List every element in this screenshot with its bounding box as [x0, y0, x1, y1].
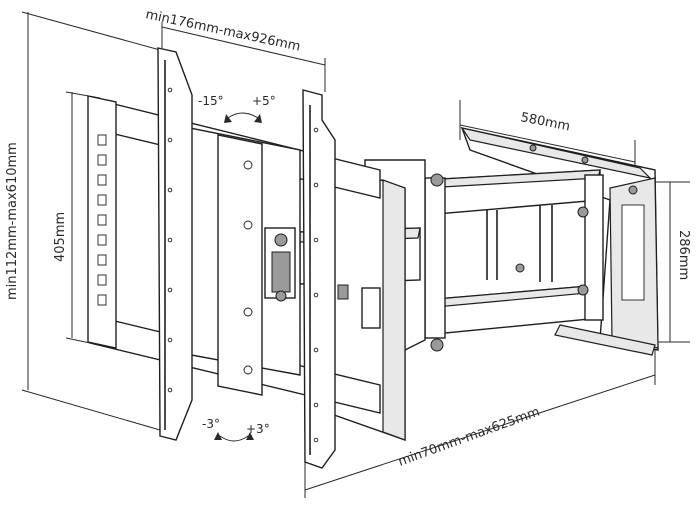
left-height-extension-bottom	[21, 389, 161, 431]
wall-plate	[460, 127, 659, 356]
tilt-joint-knob	[271, 251, 291, 293]
tilt-indicator	[224, 112, 262, 123]
plate-hole	[243, 160, 253, 170]
rail-slot	[97, 134, 107, 146]
swivel-arrow-head-left	[214, 432, 222, 440]
rail-slot	[97, 294, 107, 306]
bracket-hole	[313, 402, 319, 408]
rail-slot	[97, 234, 107, 246]
left-height-label: min112mm-max610mm	[5, 142, 20, 300]
left-bracket-holes	[167, 87, 173, 393]
pivot-upper-rear	[577, 206, 589, 218]
swivel-indicator	[214, 432, 254, 442]
tilt-arrow-head-left	[224, 114, 232, 123]
arm-link-front	[424, 177, 446, 339]
plate-hole	[243, 307, 253, 317]
dimension-lines	[21, 11, 690, 498]
wall-bolt-left	[529, 144, 537, 152]
bracket-hole	[313, 127, 319, 133]
arm-link-rear	[584, 174, 604, 321]
rail-slot	[97, 274, 107, 286]
inner-height-label: 405mm	[53, 212, 68, 262]
top-width-dimension-line	[161, 26, 326, 66]
bracket-hole	[313, 182, 319, 188]
tilt-arrow-curve	[227, 112, 259, 119]
rail-slot	[97, 214, 107, 226]
bracket-hole	[313, 437, 319, 443]
bracket-hole	[167, 387, 173, 393]
right-bracket-holes	[313, 127, 319, 443]
bracket-hole	[313, 237, 319, 243]
extension-label: min70mm-max625mm	[396, 405, 542, 470]
tilt-up-label: -15°	[198, 94, 224, 108]
center-plate-front	[217, 134, 263, 396]
plate-hole	[243, 220, 253, 230]
bracket-hole	[167, 187, 173, 193]
wall-bolt-top	[628, 185, 638, 195]
top-width-label: min176mm-max926mm	[144, 7, 301, 54]
bracket-hole	[313, 292, 319, 298]
center-mount-plate	[174, 124, 381, 396]
front-frame-right-edge	[382, 179, 406, 441]
swivel-arrow-curve	[219, 435, 249, 442]
wall-plate-bottom-rail	[554, 324, 656, 356]
wall-bolt-mid	[581, 156, 589, 164]
plate-width-label: 580mm	[519, 110, 571, 134]
rail-slot	[97, 154, 107, 166]
plate-height-label: 286mm	[676, 230, 691, 280]
swivel-right-label: +3°	[246, 422, 270, 436]
pivot-upper-front	[430, 173, 444, 187]
arm-joint-clamp	[361, 287, 381, 329]
swivel-left-label: -3°	[202, 417, 220, 431]
rail-slot	[97, 194, 107, 206]
bracket-hole	[167, 137, 173, 143]
left-rail-slots	[97, 134, 107, 306]
tilt-down-label: +5°	[252, 94, 276, 108]
bracket-hole	[167, 87, 173, 93]
pivot-mid	[515, 263, 525, 273]
bracket-hole	[313, 347, 319, 353]
plate-hole	[243, 365, 253, 375]
pivot-lower-rear	[577, 284, 589, 296]
left-height-extension-top	[21, 11, 161, 51]
arm-joint-screw	[337, 284, 349, 300]
pivot-lower-front	[430, 338, 444, 352]
right-vertical-bracket	[302, 89, 336, 469]
extension-dimension-line	[304, 374, 656, 491]
wall-plate-top-rail	[460, 127, 652, 180]
plate-width-dimension-line	[459, 124, 636, 163]
rail-slot	[97, 254, 107, 266]
bracket-hole	[167, 287, 173, 293]
vertical-brackets	[157, 47, 336, 469]
tilt-joint-bolt	[274, 233, 288, 247]
bracket-hole	[167, 337, 173, 343]
tilt-arrow-head-right	[254, 114, 262, 123]
left-vertical-bracket	[157, 47, 193, 441]
swivel-arrow-head-right	[246, 432, 254, 440]
bracket-hole	[167, 237, 173, 243]
rail-slot	[97, 174, 107, 186]
wall-plate-window	[621, 204, 645, 301]
tilt-joint-bolt-lower	[275, 290, 287, 302]
